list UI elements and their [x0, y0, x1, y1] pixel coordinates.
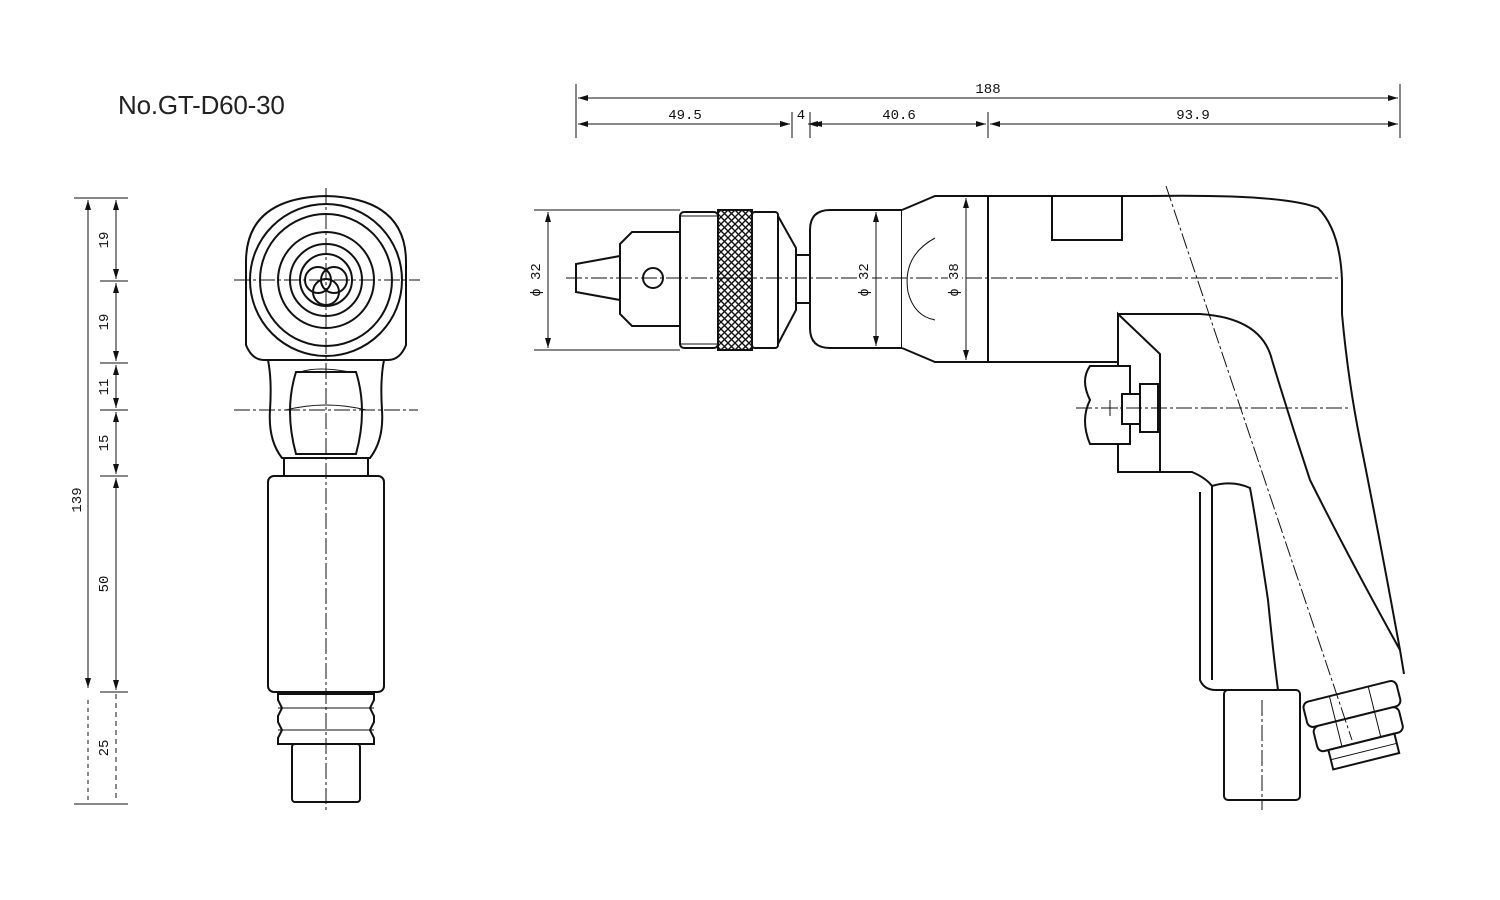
dim-overall-length: 188	[975, 82, 1000, 98]
dim-chuck-length: 49.5	[668, 108, 702, 124]
front-view	[234, 188, 420, 812]
dim-h-mid-2: 15	[97, 435, 113, 452]
dim-h-top-1: 19	[97, 232, 113, 249]
drill-chuck	[575, 209, 797, 351]
dim-h-bottom: 25	[97, 740, 113, 757]
dim-overall-height: 139	[70, 487, 86, 512]
dim-body-dia: ϕ 38	[947, 263, 963, 297]
dim-front-dia: ϕ 32	[857, 263, 873, 297]
hose-fitting	[1302, 680, 1404, 771]
dim-chuck-dia: ϕ 32	[529, 263, 545, 297]
chuck-spacer	[795, 254, 811, 304]
height-dimensions: 19 19 11 15 50 25 139	[70, 197, 128, 805]
dim-spacer: 4	[797, 108, 805, 124]
dim-h-grip: 50	[97, 576, 113, 593]
dim-h-mid-1: 11	[97, 379, 113, 396]
dim-rear-body: 93.9	[1176, 108, 1210, 124]
side-view: ϕ 32 ϕ 32 ϕ 38	[529, 185, 1405, 810]
dim-h-top-2: 19	[97, 314, 113, 331]
length-dimensions: 188 49.5 4 40.6 93.9	[575, 80, 1401, 138]
model-number: No.GT-D60-30	[118, 90, 285, 120]
dim-front-body: 40.6	[882, 108, 916, 124]
